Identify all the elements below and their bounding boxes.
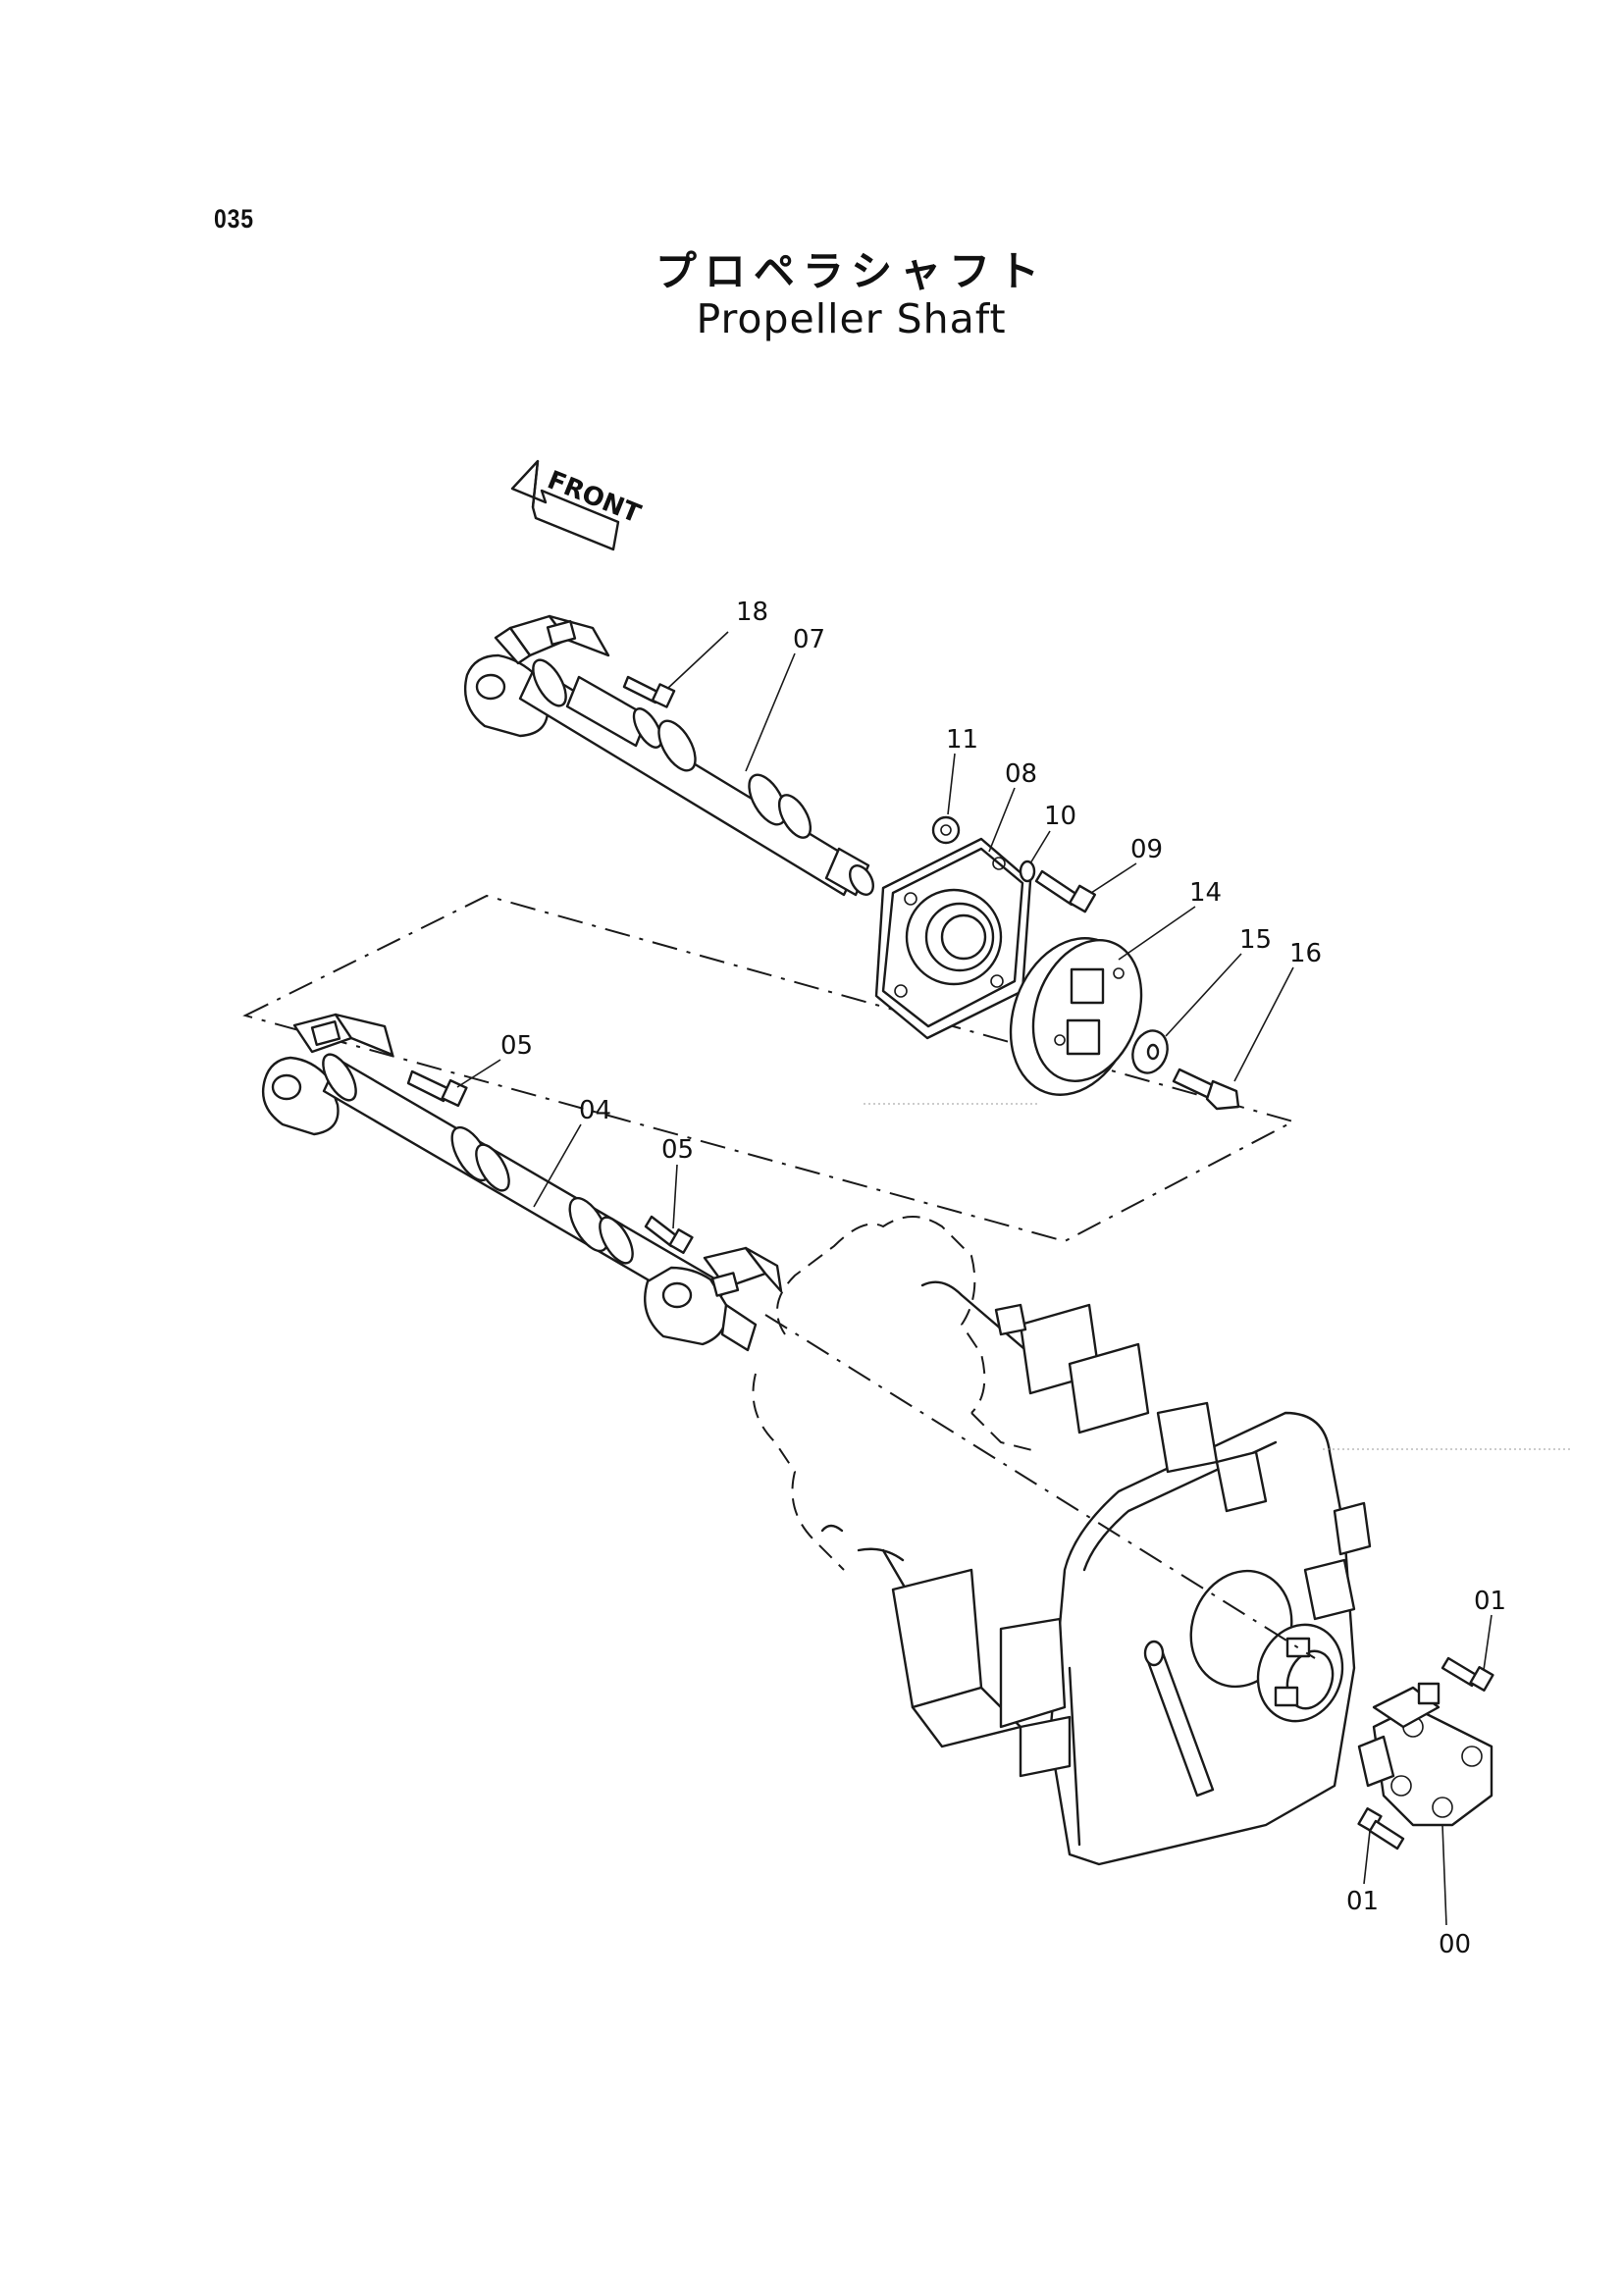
- callout-01-lower: 01: [1346, 1887, 1379, 1916]
- callout-15: 15: [1239, 925, 1272, 955]
- bolt-18: [622, 675, 676, 708]
- shaft-04: [261, 1013, 783, 1352]
- washer-15: [1131, 1029, 1169, 1074]
- page-title-japanese: プロペラシャフト: [655, 247, 1048, 295]
- bolt-01-lower: [1357, 1807, 1405, 1851]
- callout-07: 07: [793, 625, 825, 654]
- shaft-07: [463, 614, 874, 897]
- front-arrow-icon: FRONT: [510, 459, 645, 551]
- callout-00: 00: [1439, 1930, 1471, 1959]
- callout-10: 10: [1044, 802, 1076, 831]
- coupling-00: [1357, 1682, 1493, 1827]
- callout-11: 11: [946, 725, 978, 755]
- flange-14: [1009, 937, 1143, 1096]
- bolt-05-upper: [406, 1069, 468, 1108]
- callout-05-upper: 05: [500, 1031, 533, 1061]
- callout-16: 16: [1289, 939, 1322, 968]
- drivetrain-centerline: [764, 1314, 1316, 1659]
- transmission-case: [891, 1303, 1372, 1866]
- washer-10: [1019, 860, 1036, 883]
- engine-outline: [752, 1216, 1041, 1631]
- bolt-09: [1034, 869, 1096, 913]
- callout-09: 09: [1130, 835, 1163, 864]
- nut-11: [931, 815, 961, 845]
- callout-04: 04: [579, 1096, 611, 1125]
- callout-01-upper: 01: [1474, 1587, 1506, 1616]
- callout-14: 14: [1189, 878, 1222, 908]
- page-number: 035: [214, 204, 254, 234]
- bolt-16: [1172, 1068, 1240, 1111]
- callout-05-lower: 05: [661, 1135, 694, 1165]
- leader-lines: [456, 631, 1493, 1926]
- page-title-english: Propeller Shaft: [696, 295, 1007, 342]
- bolt-05-lower: [644, 1215, 694, 1254]
- callout-08: 08: [1005, 759, 1037, 789]
- callout-18: 18: [736, 598, 768, 627]
- bearing-housing-08: [874, 837, 1032, 1040]
- bolt-01-upper: [1441, 1656, 1494, 1692]
